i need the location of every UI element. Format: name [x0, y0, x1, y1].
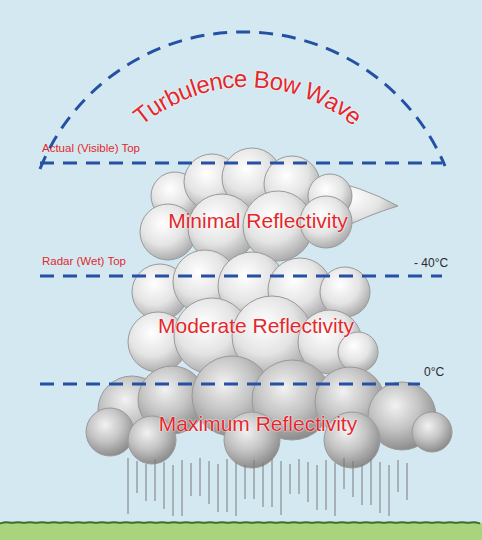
level-label: Actual (Visible) Top	[42, 142, 140, 155]
level-line	[40, 383, 420, 386]
rain-streak	[209, 461, 210, 504]
bow-wave-letter: e	[233, 65, 248, 93]
rain-streak	[335, 463, 336, 516]
ground	[0, 523, 482, 540]
rain-streak	[344, 458, 345, 489]
level-line	[40, 275, 442, 278]
rain-streak	[227, 459, 228, 512]
rain-streak	[182, 460, 183, 516]
ground-edge	[0, 522, 480, 523]
rain-streaks	[128, 458, 407, 516]
reflectivity-label: Minimal Reflectivity	[168, 209, 348, 233]
rain-streak	[200, 458, 201, 496]
rain-streak	[164, 462, 165, 509]
rain-streak	[407, 463, 408, 500]
reflectivity-label: Maximum Reflectivity	[159, 412, 357, 436]
bow-wave-label: Turbulence Bow Wave	[129, 59, 366, 135]
rain-streak	[146, 464, 147, 501]
cloud-puff	[86, 408, 134, 456]
rain-streak	[218, 464, 219, 512]
rain-streak	[281, 461, 282, 515]
rain-streak	[191, 463, 192, 496]
rain-streak	[272, 458, 273, 507]
rain-streak	[245, 465, 246, 499]
level-line	[40, 162, 442, 165]
rain-streak	[173, 465, 174, 516]
cloud-illustration	[86, 148, 452, 468]
temperature-label: - 40°C	[414, 257, 448, 271]
rain-streak	[236, 462, 237, 516]
rain-streak	[290, 464, 291, 494]
rain-streak	[128, 458, 129, 514]
level-label: Radar (Wet) Top	[42, 255, 126, 268]
rain-streak	[155, 459, 156, 501]
bow-wave-letter: c	[220, 66, 235, 95]
rain-streak	[263, 463, 264, 507]
rain-streak	[398, 460, 399, 492]
cloud-puff	[412, 412, 452, 452]
rain-streak	[254, 460, 255, 499]
reflectivity-label: Moderate Reflectivity	[158, 314, 354, 338]
rain-streak	[380, 462, 381, 513]
bow-wave-arc	[40, 32, 445, 169]
rain-streak	[353, 461, 354, 497]
rain-streak	[362, 464, 363, 505]
rain-streak	[371, 459, 372, 505]
cloud-puff	[338, 332, 378, 372]
rain-streak	[317, 465, 318, 510]
temperature-label: 0°C	[424, 366, 444, 380]
rain-streak	[389, 465, 390, 516]
rain-streak	[299, 459, 300, 494]
rain-streak	[326, 460, 327, 510]
rain-streak	[308, 462, 309, 502]
rain-streak	[137, 461, 138, 493]
